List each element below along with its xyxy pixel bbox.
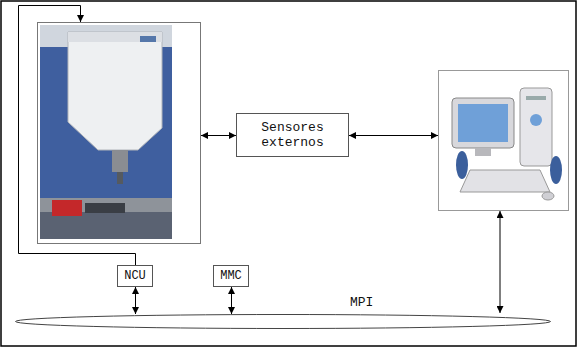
sensor-link <box>349 135 438 136</box>
bus-connector <box>231 287 232 314</box>
machine-photo <box>40 25 172 239</box>
control-unit-box: NCU <box>117 265 153 287</box>
computer-frame <box>439 71 569 211</box>
node-label: MPI <box>350 295 373 310</box>
interface-box: MMC <box>213 265 249 287</box>
bus-connector <box>135 287 136 314</box>
bus-band: MPI <box>15 314 551 329</box>
computer-icon <box>452 88 562 200</box>
sensor-box: Sensores externos <box>236 113 349 157</box>
sensor-link <box>201 135 236 136</box>
bus-outline <box>15 314 551 329</box>
node-label: Sensores externos <box>261 120 323 150</box>
node-label: MMC <box>220 269 242 283</box>
node-label: NCU <box>124 269 146 283</box>
machine-frame <box>38 23 201 244</box>
computer-bus-link <box>500 211 501 313</box>
feedback-line <box>19 6 136 266</box>
